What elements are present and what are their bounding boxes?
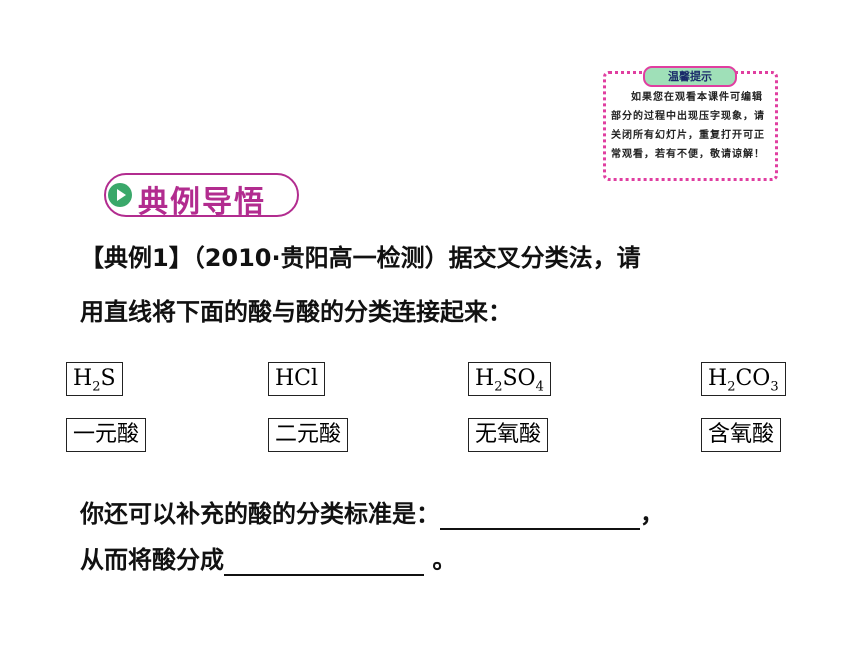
acid-sub: 2 (494, 379, 503, 395)
category-box-monoprotic: 一元酸 (66, 418, 147, 452)
acid-sub-2: 3 (770, 379, 779, 395)
acid-sub: 2 (92, 379, 101, 395)
acid-box-h2co3: H2CO3 (701, 362, 786, 396)
acid-sub: 2 (727, 379, 736, 395)
category-box-oxyacid: 含氧酸 (701, 418, 782, 452)
question-line-1: 【典例1】（2010·贵阳高一检测）据交叉分类法，请 (80, 244, 641, 272)
category-box-oxygen-free: 无氧酸 (468, 418, 549, 452)
acid-sub-2: 4 (535, 379, 544, 395)
tip-title: 温馨提示 (643, 66, 737, 87)
answer-blank-1[interactable] (440, 500, 640, 530)
question-line-4: 从而将酸分成 。 (80, 540, 456, 576)
acid-box-h2s: H2S (66, 362, 123, 396)
acid-rest: SO (502, 366, 536, 391)
line4-prefix: 从而将酸分成 (80, 546, 224, 574)
acid-rest: CO (735, 366, 771, 391)
tip-text: 如果您在观看本课件可编辑部分的过程中出现压字现象，请关闭所有幻灯片，重复打开可正… (611, 92, 765, 160)
acid-base: H (708, 366, 728, 391)
line3-prefix: 你还可以补充的酸的分类标准是： (80, 500, 440, 528)
line4-suffix: 。 (432, 546, 457, 574)
tip-box: 温馨提示 如果您在观看本课件可编辑部分的过程中出现压字现象，请关闭所有幻灯片，重… (603, 66, 778, 181)
acid-box-hcl: HCl (268, 362, 326, 396)
play-icon (108, 183, 132, 207)
section-title: 典例导悟 (138, 185, 266, 220)
acid-base: HCl (275, 366, 319, 391)
line3-suffix: ， (640, 500, 664, 528)
acid-base: H (475, 366, 495, 391)
question-line-2: 用直线将下面的酸与酸的分类连接起来： (80, 298, 512, 326)
answer-blank-2[interactable] (224, 546, 424, 576)
section-header: 典例导悟 (104, 173, 299, 220)
category-box-diprotic: 二元酸 (268, 418, 349, 452)
acid-box-h2so4: H2SO4 (468, 362, 551, 396)
acid-base: H (73, 366, 93, 391)
acid-rest: S (100, 366, 116, 391)
question-line-3: 你还可以补充的酸的分类标准是： ， (80, 494, 664, 530)
